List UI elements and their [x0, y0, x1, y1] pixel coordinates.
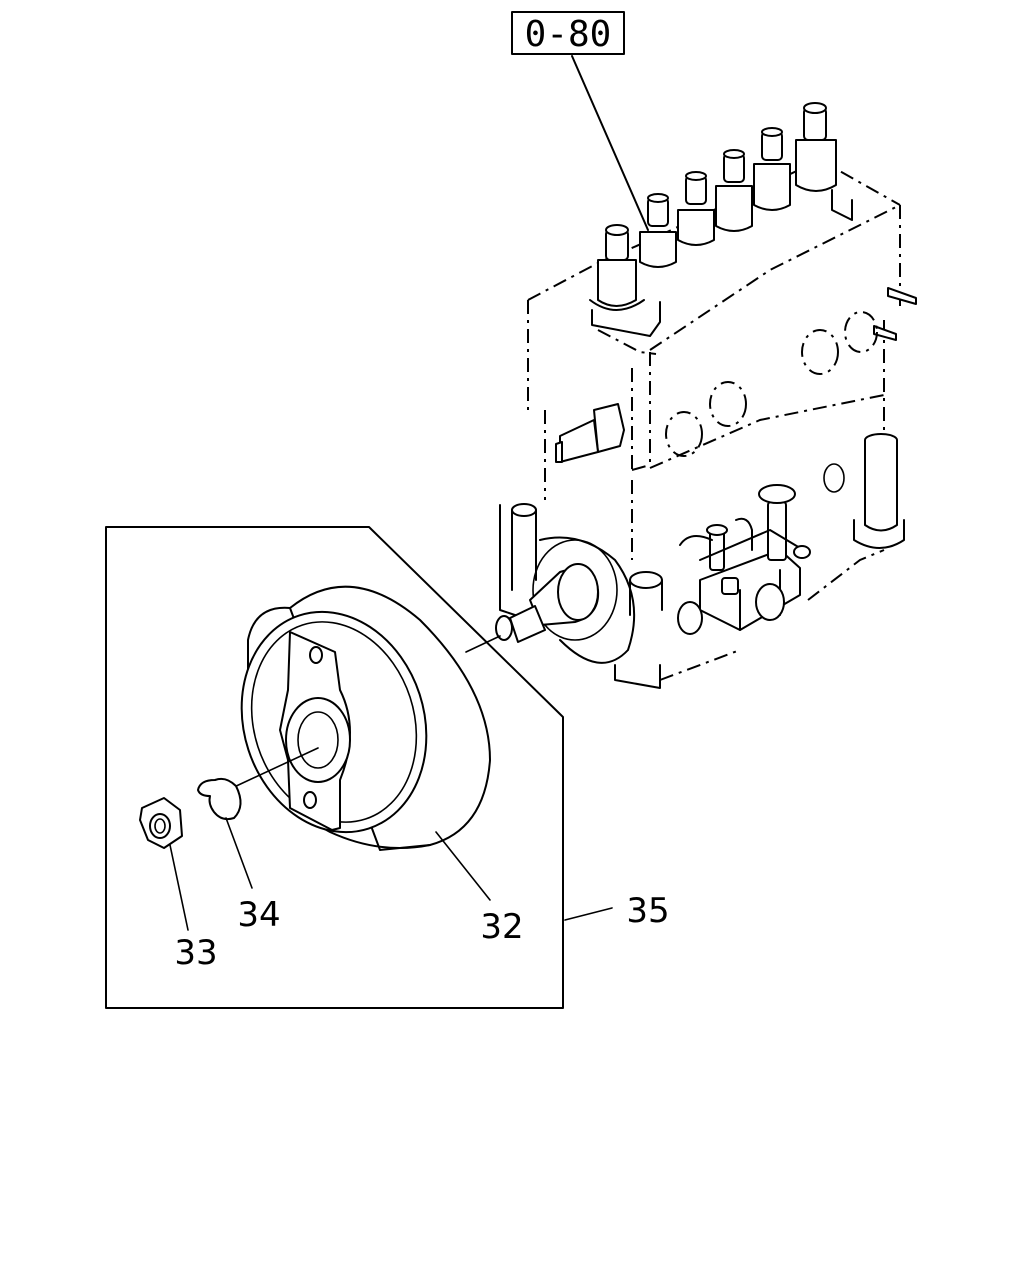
side-boss-1 [844, 311, 878, 353]
plunger-barrel-5 [753, 127, 791, 211]
leader-line-33 [169, 844, 189, 931]
side-pin-2 [873, 325, 897, 341]
feed-fitting [555, 403, 625, 463]
plunger-barrel-4 [715, 149, 753, 232]
assembly-axis-line-2 [231, 747, 319, 789]
injection-pump-assembly [495, 102, 917, 689]
side-pin-1 [887, 287, 917, 305]
plunger-barrel-3 [677, 171, 715, 246]
callout-33: 33 [174, 933, 217, 973]
valve-port-1 [677, 601, 703, 635]
leader-line-32 [435, 831, 491, 901]
plunger-barrel-2 [639, 193, 677, 268]
nut-part-33[interactable] [139, 797, 183, 849]
bottom-boss [629, 571, 663, 589]
callout-32: 32 [480, 907, 523, 947]
side-boss-4 [665, 411, 703, 457]
retaining-ring-part-34[interactable] [197, 777, 242, 821]
reference-tag-label: 0-80 [525, 14, 612, 55]
support-post [853, 433, 905, 549]
front-flange-bore [532, 539, 618, 641]
valve-cap [793, 545, 811, 559]
side-boss-2 [801, 329, 839, 375]
valve-port-2 [755, 583, 785, 621]
side-boss-3 [709, 381, 747, 427]
callout-35: 35 [626, 891, 669, 931]
coupling-part-32[interactable] [214, 585, 491, 857]
reference-tag[interactable]: 0-80 [511, 11, 625, 55]
mounting-lug [499, 503, 537, 621]
side-boss-5 [823, 463, 845, 493]
plunger-barrel-6 [795, 102, 853, 221]
callout-34: 34 [237, 895, 280, 935]
plunger-barrel-1 [589, 224, 661, 337]
drive-shaft [495, 563, 600, 643]
leader-line-35 [564, 907, 613, 921]
coupling-hub [285, 697, 351, 783]
assembly-outline-box [105, 526, 564, 1009]
reference-leader-line [571, 55, 649, 231]
valve-nut [721, 577, 739, 595]
assembly-axis-line [465, 635, 501, 653]
valve-block [677, 484, 811, 635]
reference-tag-box [511, 11, 625, 55]
leader-line-34 [225, 817, 253, 889]
